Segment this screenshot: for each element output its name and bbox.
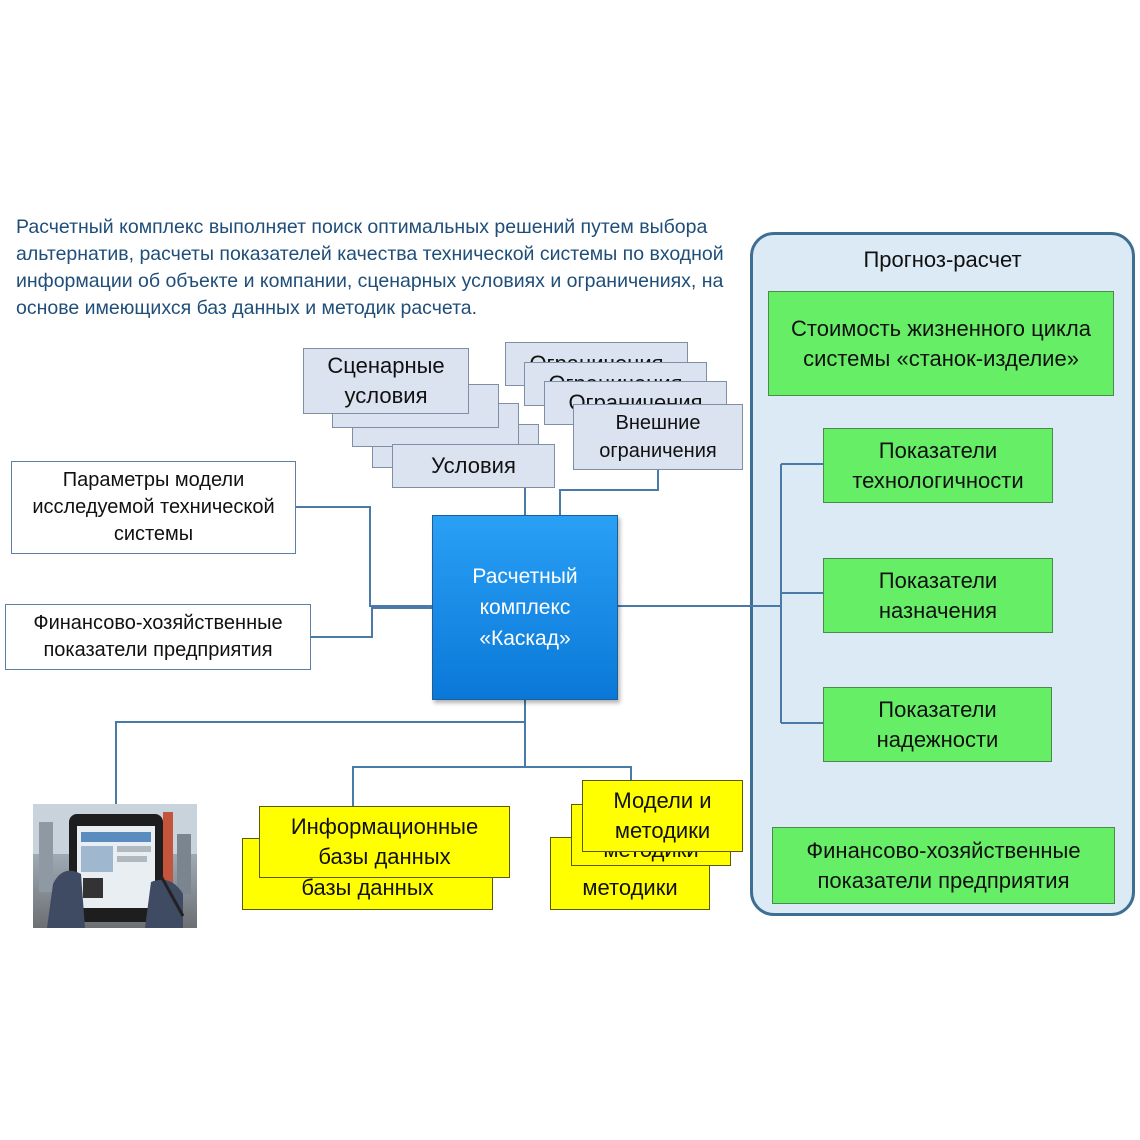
scenario-conditions-box: Сценарные условия <box>303 348 469 414</box>
forecast-financial-box: Финансово-хозяйственные показатели предп… <box>772 827 1115 904</box>
tablet-photo-icon <box>33 804 197 928</box>
purpose-box: Показатели назначения <box>823 558 1053 633</box>
line-to-device <box>115 721 525 804</box>
line-to-databases <box>352 766 525 806</box>
financial-input-label: Финансово-хозяйственные показатели предп… <box>33 612 283 661</box>
kaskad-center-box: Расчетный комплекс «Каскад» <box>432 515 618 700</box>
models-methods-label: Модели и методики <box>613 788 712 843</box>
line-constraints <box>559 470 659 515</box>
intro-text: Расчетный комплекс выполняет поиск оптим… <box>16 216 724 319</box>
forecast-title: Прогноз-расчет <box>863 247 1022 272</box>
scenario-conditions-label: Сценарные условия <box>327 353 445 408</box>
models-methods-box: Модели и методики <box>582 780 743 852</box>
manufacturability-label: Показатели технологичности <box>852 437 1024 493</box>
line-to-methods <box>525 766 632 780</box>
line-model-params <box>296 506 432 607</box>
scenario-stack-card-4: Условия <box>392 444 555 488</box>
lifecycle-cost-box: Стоимость жизненного цикла системы «стан… <box>768 291 1114 396</box>
line-financial-left <box>311 607 432 638</box>
financial-input-box: Финансово-хозяйственные показатели предп… <box>5 604 311 670</box>
model-params-label: Параметры модели исследуемой технической… <box>32 469 275 545</box>
kaskad-center-label: Расчетный комплекс «Каскад» <box>472 565 578 650</box>
forecast-financial-label: Финансово-хозяйственные показатели предп… <box>806 837 1081 893</box>
manufacturability-box: Показатели технологичности <box>823 428 1053 503</box>
external-constraints-label: Внешние ограничения <box>599 412 717 462</box>
purpose-label: Показатели назначения <box>878 567 998 623</box>
methods-back-label-2: методики <box>582 875 678 900</box>
external-constraints-box: Внешние ограничения <box>573 404 743 470</box>
tablet-photo <box>33 804 197 928</box>
databases-box: Информационные базы данных <box>259 806 510 878</box>
reliability-label: Показатели надежности <box>876 696 999 752</box>
lifecycle-cost-label: Стоимость жизненного цикла системы «стан… <box>791 315 1091 371</box>
databases-back-label: базы данных <box>301 875 434 900</box>
reliability-box: Показатели надежности <box>823 687 1052 762</box>
model-params-box: Параметры модели исследуемой технической… <box>11 461 296 554</box>
scenario-stack-label: Условия <box>431 453 516 478</box>
databases-label: Информационные базы данных <box>290 814 479 869</box>
